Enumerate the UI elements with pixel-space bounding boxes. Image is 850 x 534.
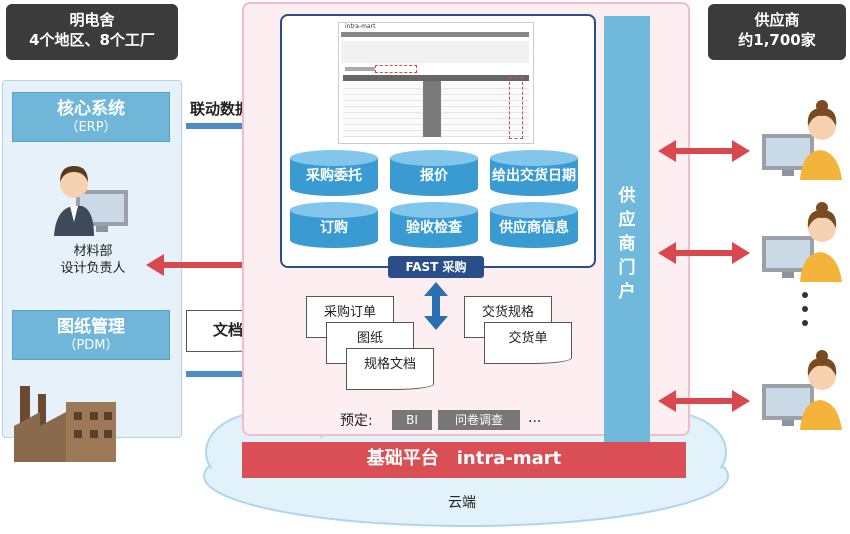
drawing-mgmt-title: 图纸管理: [57, 317, 125, 337]
supplier-title: 供应商: [754, 11, 800, 29]
database-order: 订购: [290, 202, 378, 248]
material-dept-label: 材料部 设计负责人: [48, 243, 138, 277]
database-label: 订购: [320, 220, 348, 236]
company-name: 明电舍: [69, 11, 115, 29]
ellipsis-dot: [802, 292, 808, 298]
drawing-mgmt-box: 图纸管理 （PDM）: [12, 310, 170, 360]
database-label: 供应商信息: [499, 220, 569, 236]
supplier-count: 约1,700家: [738, 31, 816, 49]
database-purchase-request: 采购委托: [290, 150, 378, 196]
platform-bar: 基础平台 intra-mart: [242, 442, 686, 478]
ellipsis-dot: [802, 320, 808, 326]
database-inspection: 验收检查: [390, 202, 478, 248]
ellipsis-dot: [802, 306, 808, 312]
doc-delivery-note: 交货单: [484, 322, 572, 364]
database-label: 验收检查: [406, 220, 462, 236]
fast-doc-arrow: [424, 282, 448, 330]
database-label: 采购委托: [306, 168, 362, 184]
supplier-person-icon: [762, 100, 842, 180]
app-screenshot-title: intra-mart: [345, 23, 376, 30]
material-dept-line1: 材料部: [73, 244, 113, 259]
supplier-arrow-1: [658, 140, 750, 162]
company-factories: 4个地区、8个工厂: [29, 31, 155, 49]
supplier-arrow-3: [658, 390, 750, 412]
company-header: 明电舍 4个地区、8个工厂: [6, 4, 178, 60]
doc-label: 规格文档: [363, 357, 416, 372]
app-screenshot: intra-mart: [338, 22, 534, 144]
supplier-header: 供应商 约1,700家: [708, 4, 846, 60]
database-supplier-info: 供应商信息: [490, 202, 578, 248]
planned-more: ...: [528, 410, 542, 426]
doc-label: 图纸: [356, 331, 383, 346]
cloud-label: 云端: [448, 495, 476, 511]
core-system-subtitle: （ERP）: [65, 120, 117, 135]
fast-label: FAST 采购: [388, 256, 484, 278]
planned-label: 预定:: [340, 413, 373, 429]
factory-icon: [14, 386, 116, 462]
database-quotation: 报价: [390, 150, 478, 196]
supplier-person-icon: [762, 202, 842, 282]
supplier-portal: 供应商门户: [604, 16, 650, 442]
document-label: 文档: [212, 321, 243, 339]
link-data-label: 联动数据: [190, 100, 251, 118]
doc-label: 交货单: [508, 331, 548, 346]
drawing-mgmt-subtitle: （PDM）: [63, 338, 119, 353]
planned-tag-bi: BI: [392, 410, 432, 430]
core-system-box: 核心系统 （ERP）: [12, 92, 170, 142]
doc-spec: 规格文档: [346, 348, 434, 390]
supplier-person-icon: [762, 350, 842, 430]
supplier-portal-label: 供应商门户: [618, 186, 636, 302]
database-delivery-date: 给出交货日期: [490, 150, 578, 196]
planned-tag-survey: 问卷调查: [438, 410, 520, 430]
core-system-title: 核心系统: [57, 99, 125, 119]
doc-label: 采购订单: [323, 305, 376, 320]
designer-person-icon: [54, 166, 128, 236]
doc-label: 交货规格: [481, 305, 534, 320]
database-label: 给出交货日期: [492, 168, 576, 184]
material-dept-line2: 设计负责人: [60, 261, 126, 276]
database-label: 报价: [420, 168, 448, 184]
supplier-arrow-2: [658, 242, 750, 264]
